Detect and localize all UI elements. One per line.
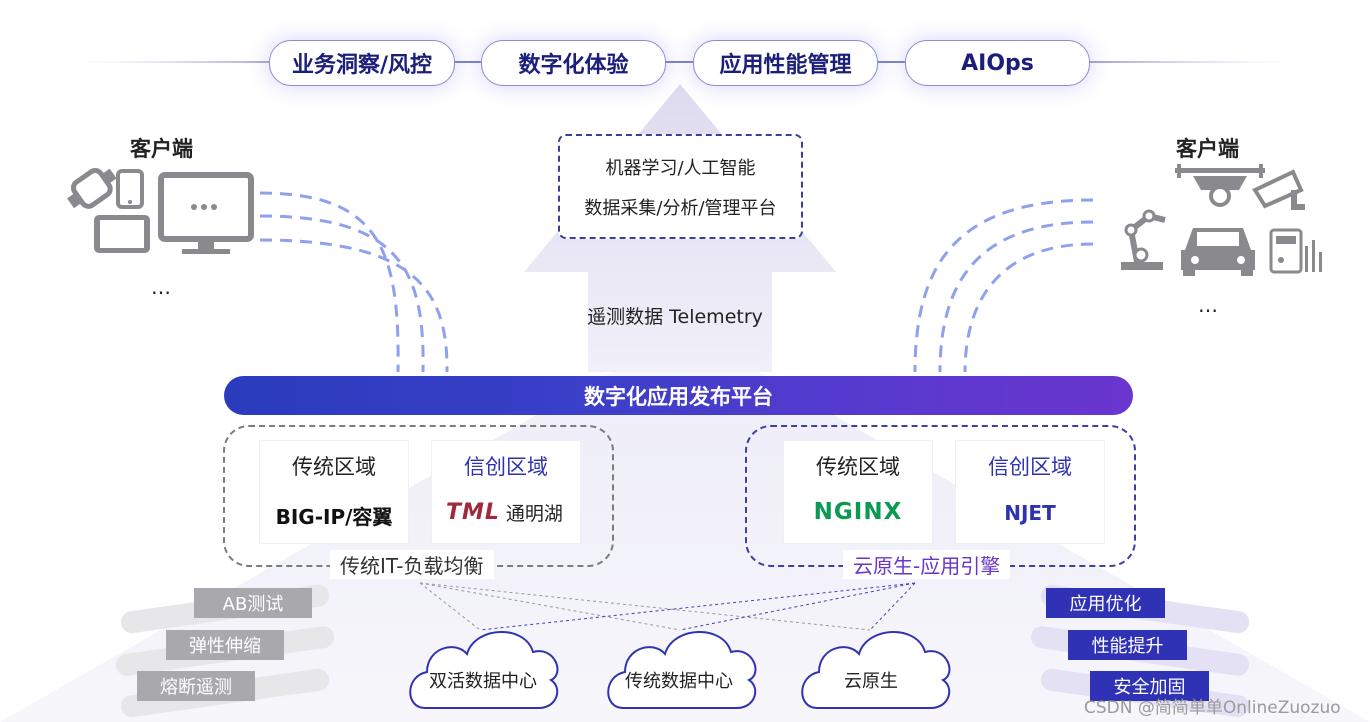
tag-elastic-scaling: 弹性伸缩	[166, 630, 284, 660]
cloud-links	[419, 582, 916, 631]
cloud-native-zone-caption: 云原生-应用引擎	[843, 550, 1011, 579]
tag-ab-testing: AB测试	[194, 588, 312, 618]
left-client-links	[259, 191, 449, 373]
brand-bigip: BIG-IP/容翼	[275, 505, 393, 529]
watermark: CSDN @简简单单OnlineZuozuo	[1084, 698, 1341, 718]
brand-njet: NJET	[1004, 501, 1056, 525]
right-client-links	[913, 198, 1094, 373]
left-client-devices	[67, 168, 254, 254]
right-client-more: …	[1198, 293, 1220, 317]
robot-arm-icon	[1121, 209, 1166, 270]
cloud-traditional-label: 传统数据中心	[625, 671, 733, 692]
analytics-line-ml: 机器学习/人工智能	[605, 157, 756, 179]
pyramid-glow	[0, 330, 1370, 722]
capability-pill-aiops: AIOps	[905, 40, 1090, 86]
meter-icon	[1269, 228, 1322, 274]
phone-icon	[116, 169, 144, 209]
car-icon	[1181, 228, 1255, 276]
capability-pill-digital-experience: 数字化体验	[481, 40, 666, 86]
tag-security-hardening: 安全加固	[1090, 671, 1209, 701]
security-camera-icon	[1252, 169, 1305, 210]
brand-tml: TML 通明湖	[446, 499, 563, 526]
right-client-devices	[1121, 164, 1322, 276]
capability-pill-apm: 应用性能管理	[693, 40, 878, 86]
monitor-icon	[158, 172, 254, 254]
drone-icon	[1175, 164, 1265, 207]
brand-nginx: NGINX	[813, 499, 903, 525]
tag-app-optimization: 应用优化	[1046, 588, 1165, 618]
card-xinchuang-tml: 信创区域 TML 通明湖	[432, 441, 580, 543]
smartwatch-icon	[67, 168, 117, 209]
cloud-native-label: 云原生	[844, 671, 898, 692]
traditional-zone-caption: 传统IT-负载均衡	[330, 550, 494, 579]
card-title: 信创区域	[464, 455, 548, 479]
cloud-active-active-shape	[409, 631, 559, 709]
cloud-active-active-label: 双活数据中心	[429, 671, 537, 692]
analytics-line-data-platform: 数据采集/分析/管理平台	[584, 197, 777, 219]
top-line	[80, 61, 1290, 63]
card-traditional-bigip: 传统区域 BIG-IP/容翼	[260, 441, 408, 543]
capability-pill-risk: 业务洞察/风控	[269, 40, 455, 86]
card-title: 信创区域	[988, 455, 1072, 479]
card-xinchuang-njet: 信创区域 NJET	[956, 441, 1104, 543]
card-title: 传统区域	[816, 455, 900, 479]
tml-logo: TML	[446, 500, 500, 525]
platform-bar: 数字化应用发布平台	[224, 376, 1133, 415]
left-client-label: 客户端	[130, 137, 193, 161]
brand-tml-name: 通明湖	[505, 503, 563, 525]
cloud-shapes	[409, 631, 951, 709]
tablet-icon	[94, 215, 150, 253]
cloud-traditional-shape	[607, 631, 757, 709]
tag-circuit-breaking: 熔断遥测	[137, 671, 255, 701]
right-client-label: 客户端	[1176, 137, 1239, 161]
telemetry-label: 遥测数据 Telemetry	[587, 306, 763, 328]
card-traditional-nginx: 传统区域 NGINX	[784, 441, 932, 543]
left-client-more: …	[151, 275, 173, 299]
tag-performance-boost: 性能提升	[1068, 630, 1187, 660]
analytics-box: 机器学习/人工智能 数据采集/分析/管理平台	[558, 134, 803, 239]
platform-title: 数字化应用发布平台	[584, 384, 773, 409]
card-title: 传统区域	[292, 455, 376, 479]
cloud-native-shape	[801, 631, 951, 709]
